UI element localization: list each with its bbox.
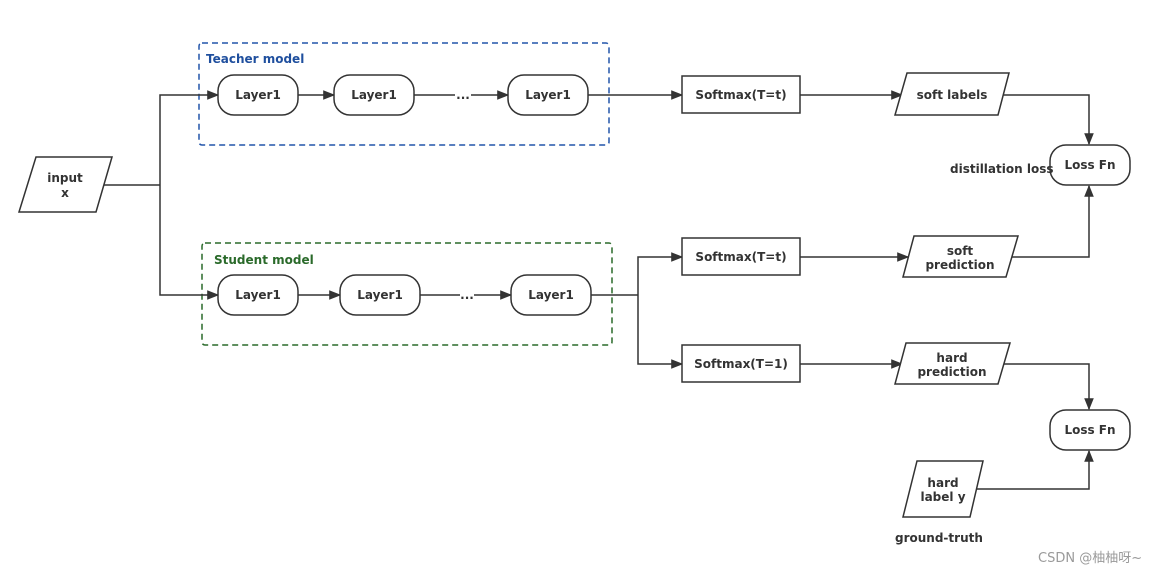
- edge-softpred-loss: [1012, 184, 1094, 258]
- svg-text:Softmax(T=1): Softmax(T=1): [694, 357, 788, 371]
- svg-text:label y: label y: [920, 490, 965, 504]
- edge-hardlabel-loss: [974, 449, 1094, 490]
- teacher-ellipsis: ...: [456, 88, 470, 102]
- soft-prediction-node: soft prediction: [902, 235, 1020, 278]
- edge-input-teacher: [159, 90, 220, 185]
- edge-hardpred-loss: [1004, 363, 1094, 411]
- student-layer-1: Layer1: [217, 274, 299, 316]
- svg-text:prediction: prediction: [925, 258, 994, 272]
- input-node: input x: [17, 156, 113, 213]
- edge-softlabels-loss: [1000, 94, 1094, 146]
- softmax-student-hard-box: Softmax(T=1): [681, 344, 801, 383]
- soft-labels-node: soft labels: [894, 72, 1010, 116]
- teacher-model-group: [198, 42, 610, 146]
- svg-text:Layer1: Layer1: [351, 88, 397, 102]
- svg-text:Softmax(T=t): Softmax(T=t): [695, 88, 786, 102]
- svg-text:prediction: prediction: [917, 365, 986, 379]
- svg-text:Softmax(T=t): Softmax(T=t): [695, 250, 786, 264]
- edge-s-split-hard: [637, 295, 684, 369]
- student-model-group: [201, 242, 613, 346]
- student-ellipsis: ...: [460, 288, 474, 302]
- input-label-line2: x: [61, 186, 69, 200]
- hard-prediction-node: hard prediction: [894, 342, 1012, 385]
- softmax-teacher-box: Softmax(T=t): [681, 75, 801, 114]
- svg-text:Layer1: Layer1: [525, 88, 571, 102]
- ground-truth-label: ground-truth: [895, 531, 983, 545]
- teacher-layer-2: Layer1: [333, 74, 415, 116]
- svg-text:Layer1: Layer1: [528, 288, 574, 302]
- distillation-loss-label: distillation loss: [950, 162, 1053, 176]
- svg-text:Layer1: Layer1: [235, 88, 281, 102]
- student-layer-3: Layer1: [510, 274, 592, 316]
- svg-text:soft: soft: [947, 244, 974, 258]
- loss-fn-student: Loss Fn: [1049, 409, 1131, 451]
- student-layer-2: Layer1: [339, 274, 421, 316]
- edge-input-student: [159, 185, 220, 300]
- softmax-student-soft-box: Softmax(T=t): [681, 237, 801, 276]
- loss-fn-distillation: Loss Fn: [1049, 144, 1131, 186]
- svg-text:hard: hard: [927, 476, 958, 490]
- svg-text:Layer1: Layer1: [357, 288, 403, 302]
- svg-text:soft labels: soft labels: [917, 88, 988, 102]
- teacher-layer-3: Layer1: [507, 74, 589, 116]
- edge-s-split-soft: [637, 252, 684, 295]
- connectors: [104, 90, 1094, 490]
- csdn-watermark: CSDN @柚柚呀~: [1038, 551, 1142, 566]
- svg-text:hard: hard: [936, 351, 967, 365]
- student-model-title: Student model: [214, 253, 314, 267]
- svg-text:Layer1: Layer1: [235, 288, 281, 302]
- input-label-line1: input: [47, 171, 83, 185]
- svg-text:Loss Fn: Loss Fn: [1064, 158, 1115, 172]
- teacher-model-title: Teacher model: [206, 52, 304, 66]
- svg-text:Loss Fn: Loss Fn: [1064, 423, 1115, 437]
- hard-label-node: hard label y: [902, 460, 984, 518]
- teacher-layer-1: Layer1: [217, 74, 299, 116]
